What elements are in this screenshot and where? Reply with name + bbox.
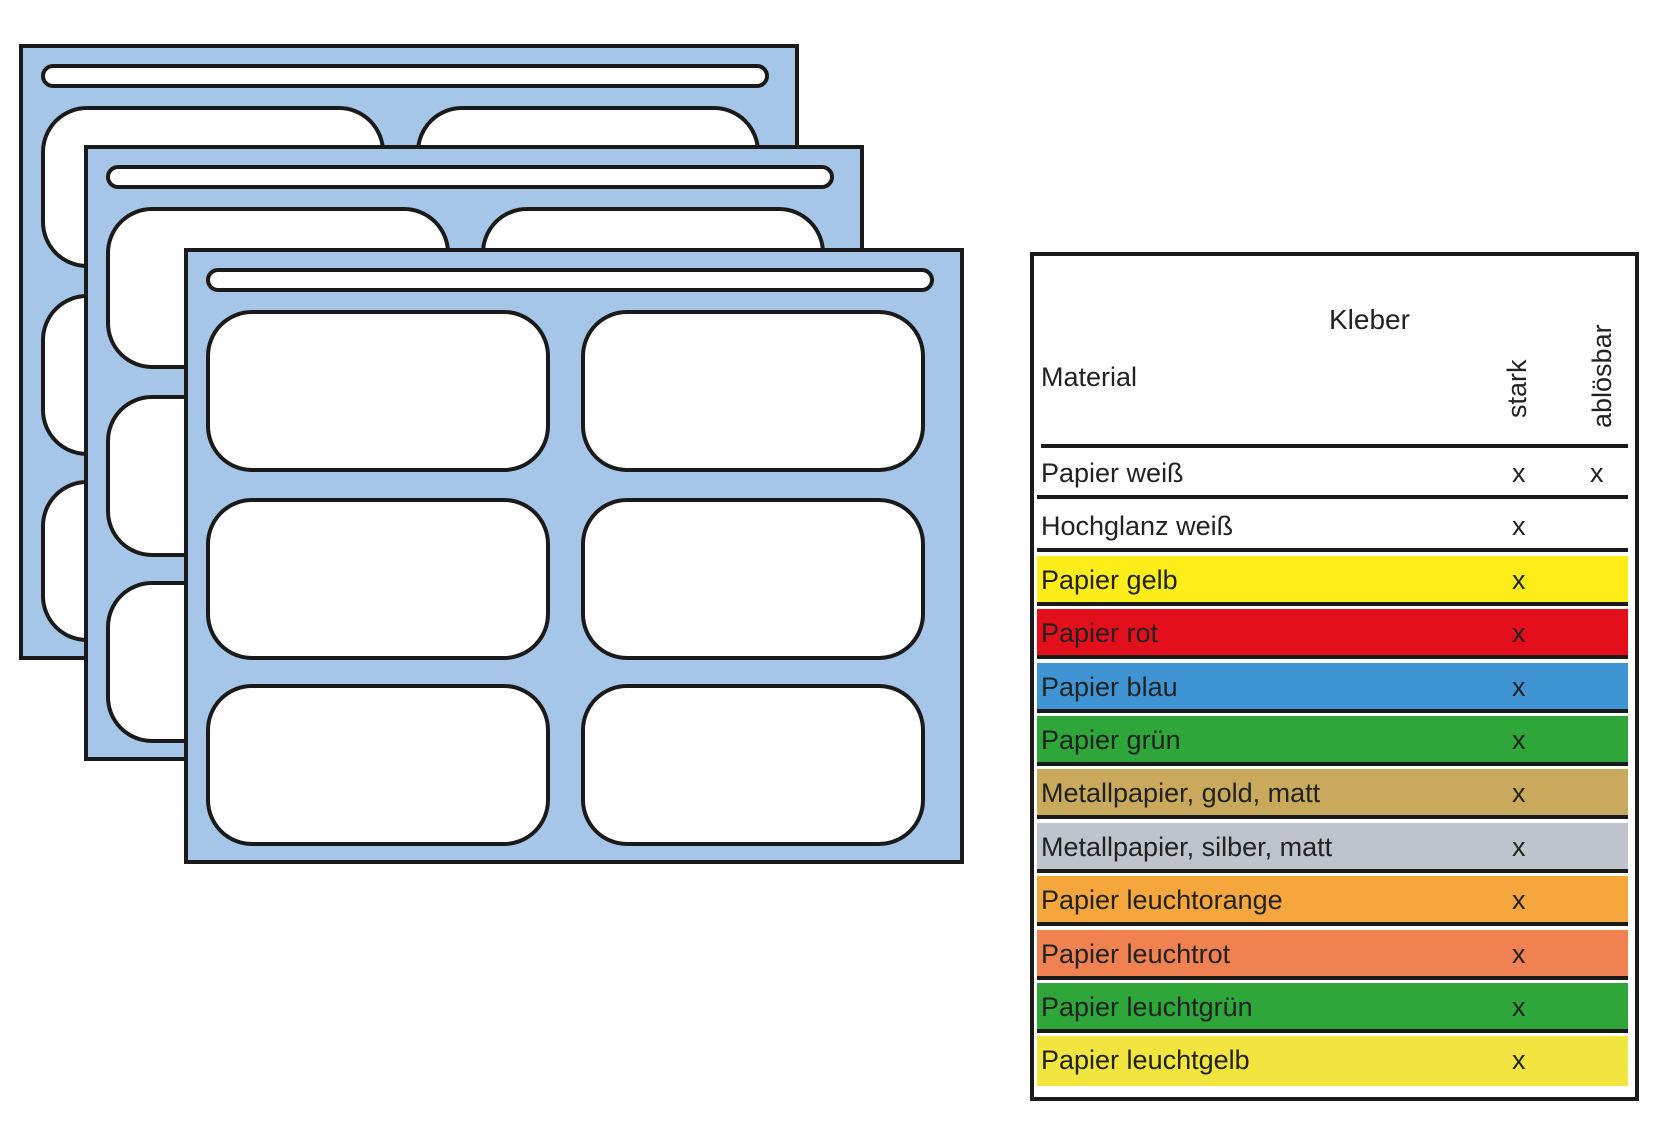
material-name: Papier rot [1041,618,1159,649]
header-stark: stark [1502,359,1532,418]
material-name: Papier blau [1041,671,1178,702]
table-row: Metallpapier, silber, matt x [1037,822,1628,873]
stark-mark: x [1512,618,1526,649]
material-name: Papier weiß [1041,458,1184,488]
table-row: Papier blau x [1037,662,1628,713]
material-name: Papier leuchtorange [1041,885,1283,916]
table-row: Metallpapier, gold, matt x [1037,769,1628,820]
header-divider [1041,444,1628,448]
table-row: Papier leuchtrot x [1037,929,1628,980]
material-name: Metallpapier, silber, matt [1041,831,1333,862]
label [581,498,925,660]
material-name: Metallpapier, gold, matt [1041,778,1321,809]
material-name: Papier grün [1041,724,1181,755]
header-kleber: Kleber [1329,304,1410,335]
label [206,498,550,660]
sheet-strip [41,64,769,88]
material-name: Papier gelb [1041,564,1178,595]
label [581,684,925,846]
table-row: Papier leuchtgrün x [1037,982,1628,1033]
stark-mark: x [1512,885,1526,916]
table-row: Papier leuchtgelb x [1037,1036,1628,1087]
stark-mark: x [1512,1045,1526,1076]
stark-mark: x [1512,511,1526,542]
table-row: Papier weiß x x [1037,449,1628,499]
sheet-strip [106,165,834,189]
header-material: Material [1041,362,1138,392]
abloesbar-mark: x [1590,458,1604,488]
table-row: Papier leuchtorange x [1037,876,1628,927]
label [206,684,550,846]
material-table: Kleber Material stark ablösbar Papier we… [1030,252,1639,1101]
material-name: Hochglanz weiß [1041,511,1234,542]
label [581,310,925,472]
stark-mark: x [1512,724,1526,755]
table-row: Papier gelb x [1037,555,1628,606]
stark-mark: x [1512,831,1526,862]
stark-mark: x [1512,458,1526,488]
stark-mark: x [1512,564,1526,595]
sheet-strip [206,268,934,292]
stark-mark: x [1512,671,1526,702]
table-row: Papier rot x [1037,609,1628,660]
material-name: Papier leuchtgelb [1041,1045,1250,1076]
stark-mark: x [1512,991,1526,1022]
stark-mark: x [1512,778,1526,809]
material-name: Papier leuchtgrün [1041,991,1253,1022]
material-name: Papier leuchtrot [1041,938,1231,969]
table-header: Kleber Material stark ablösbar [1034,256,1635,448]
label [206,310,550,472]
table-row: Hochglanz weiß x [1037,502,1628,553]
stark-mark: x [1512,938,1526,969]
label-sheet-front [184,248,964,864]
table-row: Papier grün x [1037,715,1628,766]
header-abloesbar: ablösbar [1587,324,1617,428]
